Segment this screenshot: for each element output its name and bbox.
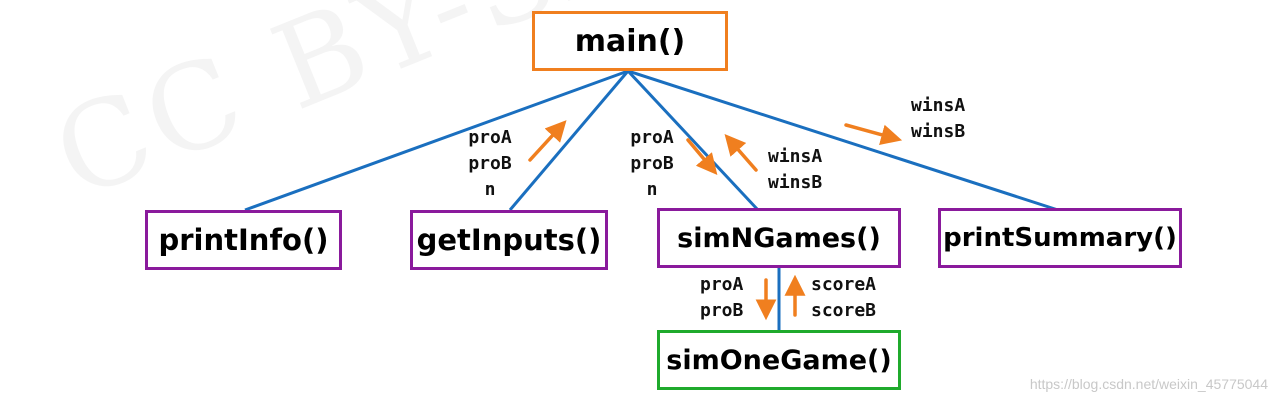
simngames-arguments: proA proB n <box>627 125 677 203</box>
main-function-box: main() <box>532 11 728 71</box>
simonegame-function-label: simOneGame() <box>666 344 892 376</box>
return-value: proA <box>468 127 512 148</box>
connector-main-getinputs <box>508 70 630 211</box>
printsummary-arguments: winsA winsB <box>911 93 965 145</box>
arrow-up-getinputs <box>528 120 567 162</box>
connector-main-simngames <box>626 69 760 212</box>
arrow-down-simngames-args <box>686 138 718 176</box>
argument-value: proB <box>630 153 674 174</box>
simngames-function-box: simNGames() <box>657 208 901 268</box>
simonegame-function-box: simOneGame() <box>657 330 901 390</box>
getinputs-return-values: proA proB n <box>465 125 515 203</box>
simonegame-return-values: scoreA scoreB <box>811 272 876 324</box>
simngames-function-label: simNGames() <box>677 222 881 254</box>
printsummary-function-label: printSummary() <box>943 223 1177 253</box>
getinputs-function-label: getInputs() <box>416 223 602 257</box>
simonegame-arguments: proA proB <box>700 272 743 324</box>
argument-value: n <box>646 179 658 200</box>
printinfo-function-label: printInfo() <box>158 223 329 257</box>
simngames-return-values: winsA winsB <box>768 144 822 196</box>
connector-main-printinfo <box>244 69 629 212</box>
arrow-right-printsummary <box>844 123 903 145</box>
return-value: winsB <box>768 172 823 193</box>
getinputs-function-box: getInputs() <box>410 210 608 270</box>
main-function-label: main() <box>574 23 686 59</box>
printsummary-function-box: printSummary() <box>938 208 1182 268</box>
argument-value: winsA <box>911 95 966 116</box>
source-url-watermark: https://blog.csdn.net/weixin_45775044 <box>1029 376 1268 392</box>
argument-value: proA <box>630 127 674 148</box>
return-value: winsA <box>768 146 823 167</box>
return-value: scoreA <box>811 274 877 295</box>
printinfo-function-box: printInfo() <box>145 210 342 270</box>
arrow-up-simngames-return <box>724 134 758 172</box>
connector-main-printsummary <box>627 69 1059 212</box>
argument-value: proB <box>700 300 744 321</box>
argument-value: winsB <box>911 121 966 142</box>
return-value: proB <box>468 153 512 174</box>
return-value: scoreB <box>811 300 877 321</box>
return-value: n <box>484 179 496 200</box>
argument-value: proA <box>700 274 744 295</box>
